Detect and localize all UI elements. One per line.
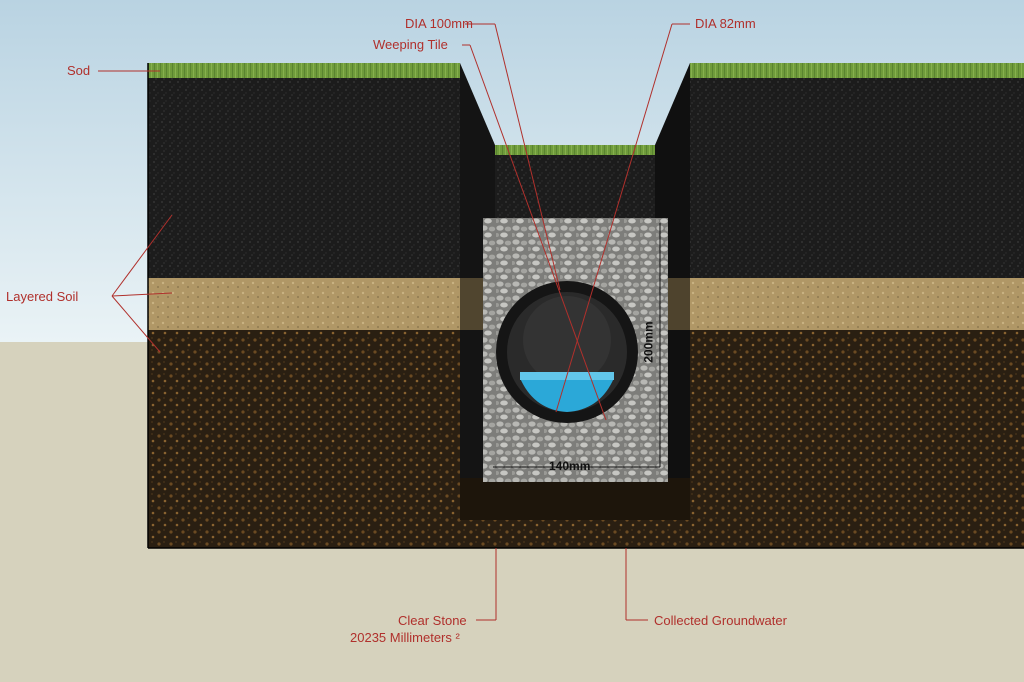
sand-layer-left <box>148 278 460 330</box>
sod-strip-trench <box>495 145 655 155</box>
right-soil-block <box>690 63 1024 548</box>
trench-base-soil <box>148 518 1024 548</box>
sod-strip-right <box>690 63 1024 80</box>
width-dimension-text: 140mm <box>549 459 591 473</box>
sand-layer-right <box>690 278 1024 330</box>
topsoil-right <box>690 78 1024 278</box>
trench-floor <box>460 478 690 520</box>
dia-82-leader <box>555 23 673 413</box>
subsoil-left <box>148 330 460 548</box>
left-soil-block <box>148 63 460 548</box>
collected-water <box>520 378 614 412</box>
weeping-tile-label: Weeping Tile <box>373 37 448 52</box>
dia-100-label: DIA 100mm <box>405 16 473 31</box>
subsoil-right <box>690 330 1024 548</box>
weeping-tile-leader <box>469 44 607 421</box>
layered-soil-label: Layered Soil <box>6 289 79 304</box>
clear-stone-label: Clear Stone <box>398 613 467 628</box>
sod-label: Sod <box>67 63 91 78</box>
clear-stone-area-label: 20235 Millimeters ² <box>350 630 460 645</box>
dia-100-leader <box>494 23 561 291</box>
sod-strip-left <box>148 63 460 80</box>
layered-soil-leader-1 <box>111 214 173 297</box>
layered-soil-leader-3 <box>111 295 161 353</box>
layered-soil-leader-2 <box>111 292 173 297</box>
topsoil-left <box>148 78 460 278</box>
collected-groundwater-label: Collected Groundwater <box>654 613 787 628</box>
height-dimension-text: 200mm <box>641 321 656 363</box>
weeping-tile-pipe <box>496 281 638 423</box>
topsoil-trench <box>495 155 655 218</box>
dia-82-label: DIA 82mm <box>695 16 756 31</box>
leader-lines <box>98 23 690 621</box>
